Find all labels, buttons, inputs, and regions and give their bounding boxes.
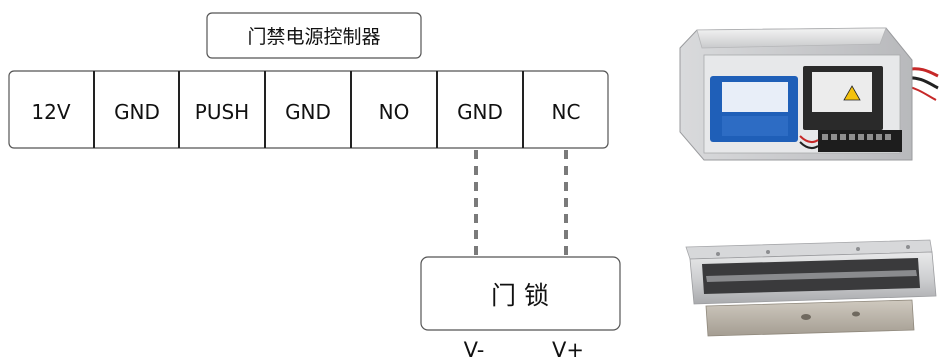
magnetic-lock-photo: [685, 239, 937, 337]
terminal-nc: NC: [552, 100, 581, 124]
terminal-strip-frame: [8, 70, 609, 149]
controller-title-frame: [206, 12, 422, 59]
lock-box: 门 锁 V- V+: [420, 256, 621, 361]
terminal-gnd-3: GND: [457, 100, 503, 124]
lock-pin-v-plus: V+: [552, 338, 584, 361]
terminal-gnd-2: GND: [285, 100, 331, 124]
lock-pin-v-minus: V-: [464, 338, 485, 361]
terminal-push: PUSH: [195, 100, 249, 124]
wires: [474, 150, 568, 256]
terminal-12v: 12V: [31, 100, 70, 124]
lock-box-frame: [420, 256, 621, 331]
controller-title-box: 门禁电源控制器: [206, 12, 422, 59]
terminal-gnd-1: GND: [114, 100, 160, 124]
lock-label: 门 锁: [491, 281, 549, 310]
terminal-strip: 12V GND PUSH GND NO GND NC: [8, 70, 609, 149]
power-supply-photo: [679, 27, 939, 161]
terminal-no: NO: [379, 100, 410, 124]
controller-title: 门禁电源控制器: [247, 26, 380, 48]
